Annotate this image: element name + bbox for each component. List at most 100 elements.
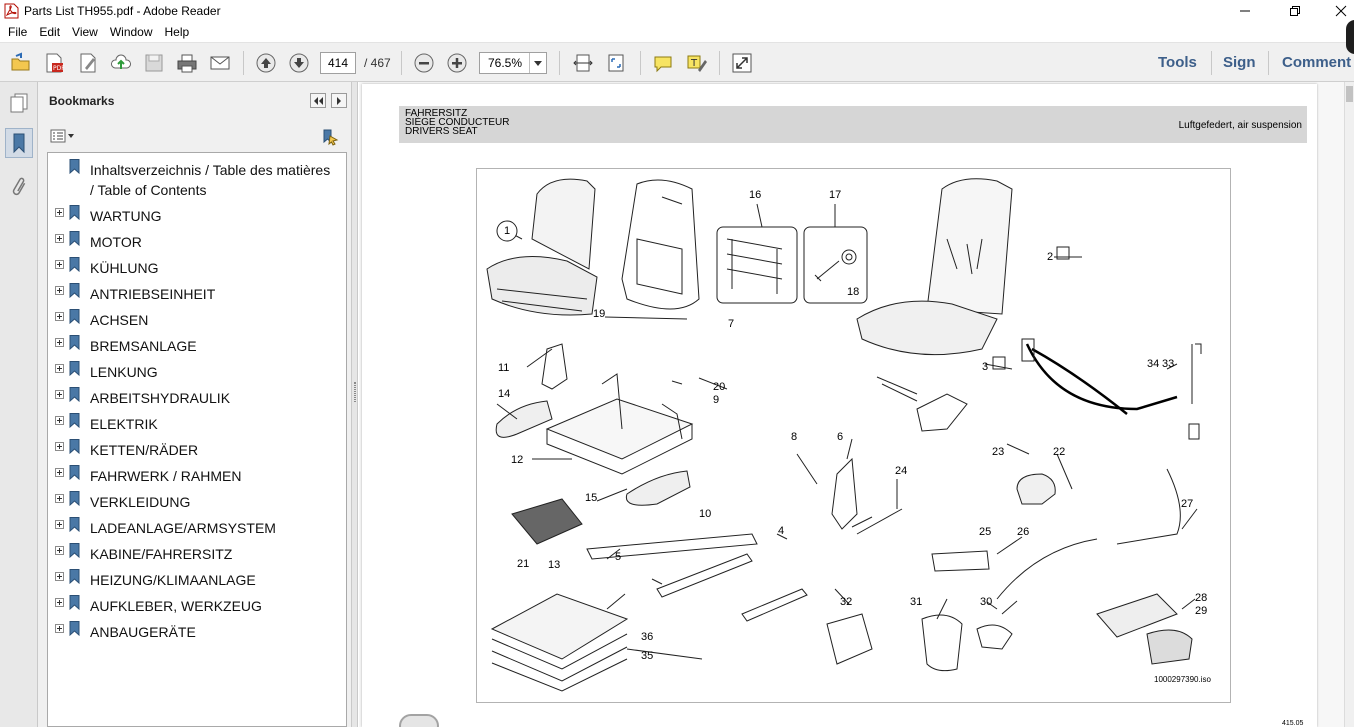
next-page-button[interactable] xyxy=(287,51,311,75)
bookmark-item[interactable]: WARTUNG xyxy=(48,203,346,229)
edit-pdf-button[interactable] xyxy=(76,51,100,75)
bookmark-label: ANTRIEBSEINHEIT xyxy=(90,286,216,302)
bookmark-options-button[interactable] xyxy=(50,129,76,145)
expand-plus-icon[interactable] xyxy=(55,572,64,581)
sticky-note-button[interactable] xyxy=(651,51,675,75)
save-disk-icon xyxy=(145,54,163,72)
bookmark-icon xyxy=(69,621,80,636)
bookmark-item[interactable]: ANBAUGERÄTE xyxy=(48,619,346,645)
bookmark-item[interactable]: LADEANLAGE/ARMSYSTEM xyxy=(48,515,346,541)
expand-plus-icon[interactable] xyxy=(55,520,64,529)
menu-help[interactable]: Help xyxy=(164,25,190,39)
bookmark-item[interactable]: ANTRIEBSEINHEIT xyxy=(48,281,346,307)
attachments-button[interactable] xyxy=(5,172,33,202)
bookmark-item-contents[interactable]: Inhaltsverzeichnis / Table des matières … xyxy=(48,157,346,203)
expand-plus-icon[interactable] xyxy=(55,468,64,477)
seat-exploded-view-illustration xyxy=(486,178,1202,692)
fit-width-button[interactable] xyxy=(571,51,595,75)
bookmark-item[interactable]: FAHRWERK / RAHMEN xyxy=(48,463,346,489)
tools-pane-link[interactable]: Tools xyxy=(1158,54,1197,71)
bookmark-item[interactable]: ELEKTRIK xyxy=(48,411,346,437)
bookmark-icon xyxy=(69,205,80,220)
page-number-input[interactable] xyxy=(320,52,356,74)
toolbar-overflow-handle[interactable] xyxy=(1346,20,1354,54)
expand-plus-icon[interactable] xyxy=(55,364,64,373)
menu-file[interactable]: File xyxy=(8,25,28,39)
bookmark-item[interactable]: BREMSANLAGE xyxy=(48,333,346,359)
bookmark-item[interactable]: KÜHLUNG xyxy=(48,255,346,281)
scrollbar-thumb[interactable] xyxy=(1346,86,1353,102)
expand-arrows-icon xyxy=(732,53,752,73)
close-button[interactable] xyxy=(1318,0,1354,22)
print-button[interactable] xyxy=(175,51,199,75)
expand-plus-icon[interactable] xyxy=(55,494,64,503)
minimize-button[interactable] xyxy=(1222,0,1268,22)
menu-edit[interactable]: Edit xyxy=(39,25,61,39)
callout-29: 29 xyxy=(1195,605,1208,617)
full-screen-button[interactable] xyxy=(730,51,754,75)
bookmark-item[interactable]: HEIZUNG/KLIMAANLAGE xyxy=(48,567,346,593)
callout-19: 19 xyxy=(593,308,606,320)
expand-plus-icon[interactable] xyxy=(55,624,64,633)
open-folder-icon xyxy=(11,52,30,71)
expand-plus-icon[interactable] xyxy=(55,598,64,607)
zoom-in-button[interactable] xyxy=(445,51,469,75)
zoom-input[interactable] xyxy=(480,53,530,73)
document-view[interactable]: FAHRERSITZ SIÈGE CONDUCTEUR DRIVERS SEAT… xyxy=(359,82,1344,727)
expand-plus-icon[interactable] xyxy=(55,416,64,425)
vertical-scrollbar[interactable] xyxy=(1344,82,1354,727)
comment-pane-link[interactable]: Comment xyxy=(1282,54,1352,71)
zoom-out-button[interactable] xyxy=(412,51,436,75)
page-footer-code: 415.05 xyxy=(1282,720,1304,727)
highlight-text-button[interactable]: T xyxy=(684,51,708,75)
email-button[interactable] xyxy=(208,51,232,75)
chevron-down-icon xyxy=(534,60,542,66)
bookmark-item[interactable]: ARBEITSHYDRAULIK xyxy=(48,385,346,411)
upload-button[interactable] xyxy=(109,51,133,75)
expand-current-bookmark-button[interactable] xyxy=(321,128,339,146)
expand-plus-icon[interactable] xyxy=(55,286,64,295)
expand-plus-icon[interactable] xyxy=(55,208,64,217)
bookmark-icon xyxy=(69,569,80,584)
bookmark-icon xyxy=(69,439,80,454)
bookmark-item[interactable]: ACHSEN xyxy=(48,307,346,333)
create-pdf-button[interactable]: PDF xyxy=(42,51,66,75)
expand-plus-icon[interactable] xyxy=(55,390,64,399)
callout-18: 18 xyxy=(847,286,860,298)
bookmark-item[interactable]: KETTEN/RÄDER xyxy=(48,437,346,463)
expand-plus-icon[interactable] xyxy=(55,234,64,243)
callout-9: 9 xyxy=(713,394,720,406)
panel-options-button[interactable] xyxy=(331,93,347,108)
menu-window[interactable]: Window xyxy=(109,25,153,39)
zoom-select[interactable] xyxy=(479,52,547,74)
bookmark-item[interactable]: KABINE/FAHRERSITZ xyxy=(48,541,346,567)
restore-button[interactable] xyxy=(1272,0,1318,22)
bookmark-item[interactable]: VERKLEIDUNG xyxy=(48,489,346,515)
header-line-fr: SIÈGE CONDUCTEUR xyxy=(405,117,510,128)
previous-page-button[interactable] xyxy=(254,51,278,75)
bookmarks-title: Bookmarks xyxy=(49,94,115,108)
bookmark-label: Inhaltsverzeichnis / Table des matières xyxy=(90,162,331,178)
bookmark-icon xyxy=(69,491,80,506)
open-button[interactable] xyxy=(9,51,33,75)
fit-page-button[interactable] xyxy=(604,51,628,75)
sign-pane-link[interactable]: Sign xyxy=(1223,54,1256,71)
collapse-panel-button[interactable] xyxy=(310,93,326,108)
bookmarks-panel-button[interactable] xyxy=(5,128,33,158)
expand-plus-icon[interactable] xyxy=(55,312,64,321)
bookmark-item[interactable]: AUFKLEBER, WERKZEUG xyxy=(48,593,346,619)
title-bar: Parts List TH955.pdf - Adobe Reader xyxy=(0,0,1354,22)
bookmark-item[interactable]: LENKUNG xyxy=(48,359,346,385)
expand-plus-icon[interactable] xyxy=(55,338,64,347)
menu-view[interactable]: View xyxy=(72,25,98,39)
page-navigation-bubble[interactable] xyxy=(399,714,439,727)
save-button[interactable] xyxy=(142,51,166,75)
expand-plus-icon[interactable] xyxy=(55,260,64,269)
expand-plus-icon[interactable] xyxy=(55,442,64,451)
bookmark-item[interactable]: MOTOR xyxy=(48,229,346,255)
restore-icon xyxy=(1290,6,1300,16)
zoom-dropdown-button[interactable] xyxy=(529,53,546,73)
panel-splitter[interactable] xyxy=(352,82,358,727)
page-thumbnails-button[interactable] xyxy=(5,88,33,118)
expand-plus-icon[interactable] xyxy=(55,546,64,555)
